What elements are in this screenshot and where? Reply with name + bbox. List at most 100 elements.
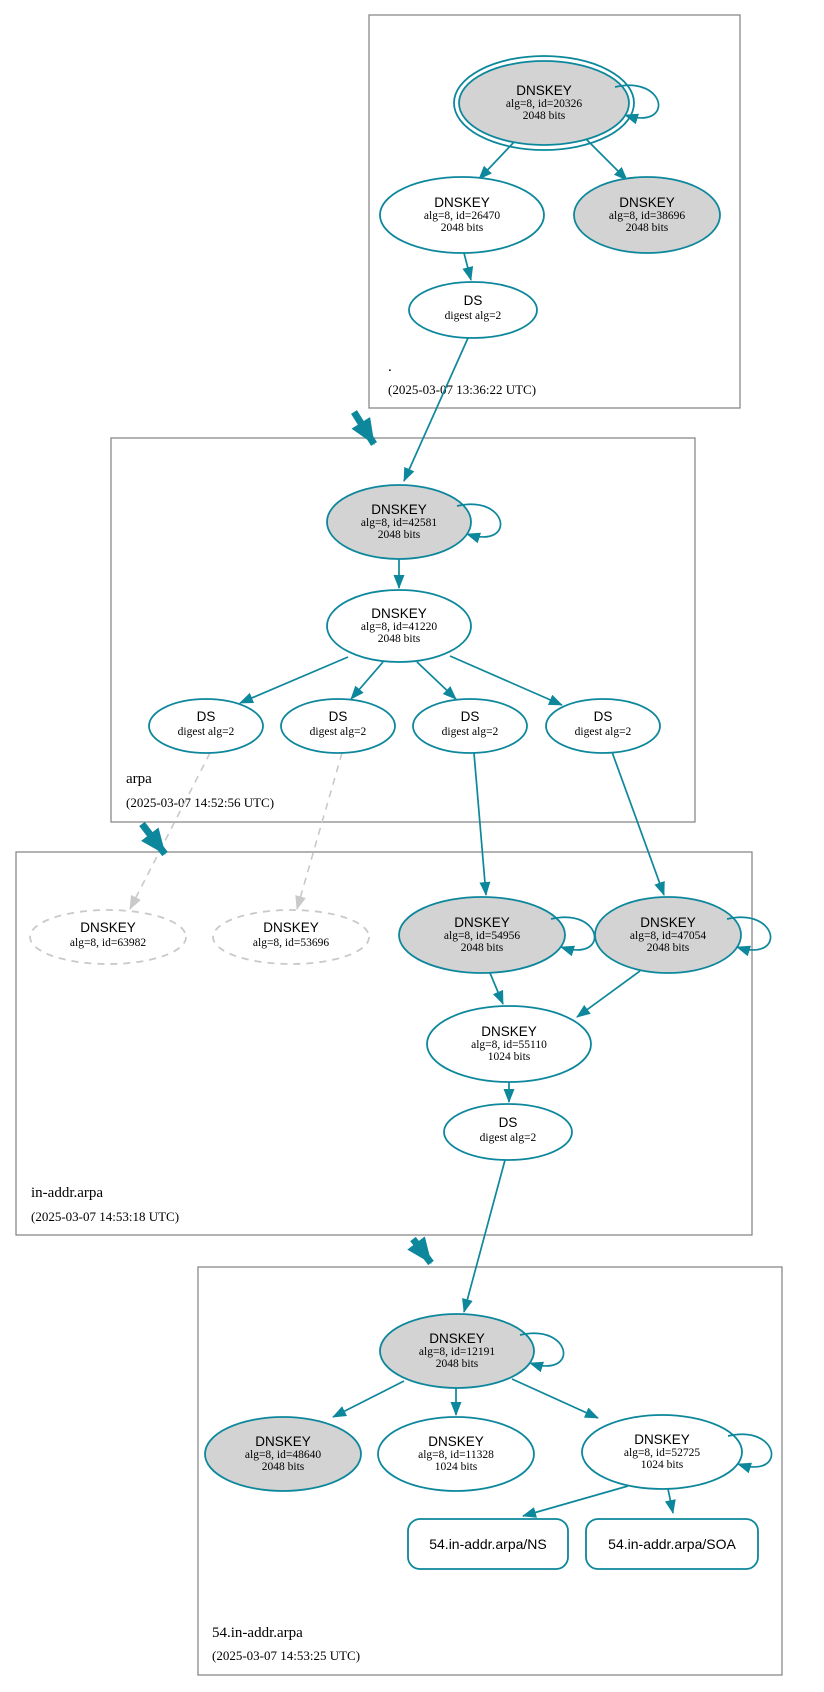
node-shape-ds-root[interactable] bbox=[408, 281, 538, 339]
delegation-arrow-in-addr-arpa-to-54 bbox=[407, 1236, 434, 1266]
edge-ds-arpa-3-k54956 bbox=[473, 752, 491, 896]
node-shape-dnskey-12191[interactable] bbox=[379, 1313, 535, 1389]
trust-anchor-outer-ring bbox=[453, 55, 635, 151]
zone-label-54-in-addr-arpa: 54.in-addr.arpa bbox=[212, 1625, 303, 1641]
rrset-box-rrset-soa[interactable] bbox=[585, 1518, 759, 1570]
node-shape-ds-arpa-3[interactable] bbox=[412, 698, 528, 754]
edge-ds-arpa-2-k53696 bbox=[295, 752, 343, 910]
edge-k41220-ds-arpa-1 bbox=[239, 656, 349, 704]
node-shape-dnskey-11328[interactable] bbox=[377, 1416, 535, 1492]
rrset-box-rrset-ns[interactable] bbox=[407, 1518, 569, 1570]
node-detail-label: alg=8, id=53696 bbox=[253, 937, 329, 949]
node-type-label: DNSKEY bbox=[619, 195, 675, 210]
node-shape-ds-arpa-1[interactable] bbox=[148, 698, 264, 754]
node-type-label: DS bbox=[499, 1115, 518, 1130]
node-shape-dnskey-38696[interactable] bbox=[573, 176, 721, 254]
node-shape-ds-arpa-4[interactable] bbox=[545, 698, 661, 754]
node-shape-dnskey-53696[interactable] bbox=[212, 909, 370, 965]
node-detail-label: digest alg=2 bbox=[575, 726, 632, 738]
node-rrset-ns[interactable]: 54.in-addr.arpa/NS bbox=[407, 1518, 569, 1570]
node-shape-dnskey-41220[interactable] bbox=[326, 589, 472, 663]
node-detail-label: alg=8, id=41220 bbox=[361, 621, 437, 633]
edge-k20326-k38696 bbox=[585, 138, 628, 181]
node-detail-label: 2048 bits bbox=[461, 942, 504, 954]
self-signature-loop bbox=[727, 1433, 773, 1474]
node-shape-dnskey-26470[interactable] bbox=[379, 176, 545, 254]
node-dnskey-63982[interactable]: DNSKEY alg=8, id=63982 bbox=[29, 909, 187, 965]
edge-k47054-k55110 bbox=[576, 970, 641, 1018]
node-type-label: DNSKEY bbox=[634, 1432, 690, 1447]
zone-box-arpa bbox=[110, 437, 696, 823]
delegation-arrow-root-to-arpa bbox=[351, 410, 377, 446]
node-type-label: DNSKEY bbox=[434, 195, 490, 210]
node-type-label: DNSKEY bbox=[640, 915, 696, 930]
node-shape-dnskey-52725[interactable] bbox=[581, 1414, 743, 1490]
edge-k54956-k55110 bbox=[489, 972, 504, 1005]
node-detail-label: alg=8, id=42581 bbox=[361, 517, 437, 529]
node-ds-arpa-2[interactable]: DS digest alg=2 bbox=[280, 698, 396, 754]
self-signature-loop bbox=[519, 1332, 565, 1373]
node-shape-dnskey-20326[interactable] bbox=[458, 60, 630, 146]
zone-box-in-addr-arpa bbox=[15, 851, 753, 1236]
node-shape-dnskey-42581[interactable] bbox=[326, 484, 472, 560]
node-type-label: DNSKEY bbox=[429, 1331, 485, 1346]
node-shape-dnskey-48640[interactable] bbox=[204, 1416, 362, 1492]
node-detail-label: 2048 bits bbox=[378, 529, 421, 541]
node-detail-label: 2048 bits bbox=[436, 1358, 479, 1370]
node-detail-label: alg=8, id=54956 bbox=[444, 930, 520, 942]
node-detail-label: 2048 bits bbox=[378, 633, 421, 645]
edge-k41220-ds-arpa-2 bbox=[350, 661, 384, 700]
node-detail-label: 2048 bits bbox=[262, 1461, 305, 1473]
node-detail-label: 2048 bits bbox=[626, 222, 669, 234]
node-detail-label: alg=8, id=12191 bbox=[419, 1346, 495, 1358]
node-rrset-soa[interactable]: 54.in-addr.arpa/SOA bbox=[585, 1518, 759, 1570]
node-detail-label: alg=8, id=52725 bbox=[624, 1447, 700, 1459]
node-type-label: DS bbox=[461, 709, 480, 724]
self-signature-loop bbox=[614, 84, 660, 125]
node-shape-dnskey-55110[interactable] bbox=[426, 1005, 592, 1083]
node-shape-dnskey-47054[interactable] bbox=[594, 896, 742, 974]
node-detail-label: 1024 bits bbox=[488, 1051, 531, 1063]
self-signature-loop bbox=[550, 916, 596, 957]
node-detail-label: alg=8, id=63982 bbox=[70, 937, 146, 949]
self-signature-loop bbox=[456, 503, 502, 544]
zone-timestamp-root: (2025-03-07 13:36:22 UTC) bbox=[388, 382, 536, 397]
node-type-label: DS bbox=[329, 709, 348, 724]
node-detail-label: 1024 bits bbox=[435, 1461, 478, 1473]
node-type-label: DNSKEY bbox=[428, 1434, 484, 1449]
zone-label-in-addr-arpa: in-addr.arpa bbox=[31, 1185, 103, 1201]
edge-k52725-rrset-ns bbox=[522, 1485, 629, 1518]
node-shape-ds-in-addr[interactable] bbox=[443, 1103, 573, 1161]
node-shape-dnskey-54956[interactable] bbox=[398, 896, 566, 974]
node-type-label: DNSKEY bbox=[80, 920, 136, 935]
node-shape-ds-arpa-2[interactable] bbox=[280, 698, 396, 754]
node-detail-label: digest alg=2 bbox=[310, 726, 367, 738]
node-detail-label: digest alg=2 bbox=[445, 310, 502, 322]
node-type-label: DNSKEY bbox=[454, 915, 510, 930]
zone-timestamp-arpa: (2025-03-07 14:52:56 UTC) bbox=[126, 795, 274, 810]
edge-ds-arpa-4-k47054 bbox=[611, 751, 665, 896]
node-type-label: DNSKEY bbox=[371, 606, 427, 621]
node-shape-dnskey-63982[interactable] bbox=[29, 909, 187, 965]
self-signature-loop bbox=[726, 916, 772, 957]
node-detail-label: alg=8, id=26470 bbox=[424, 210, 500, 222]
